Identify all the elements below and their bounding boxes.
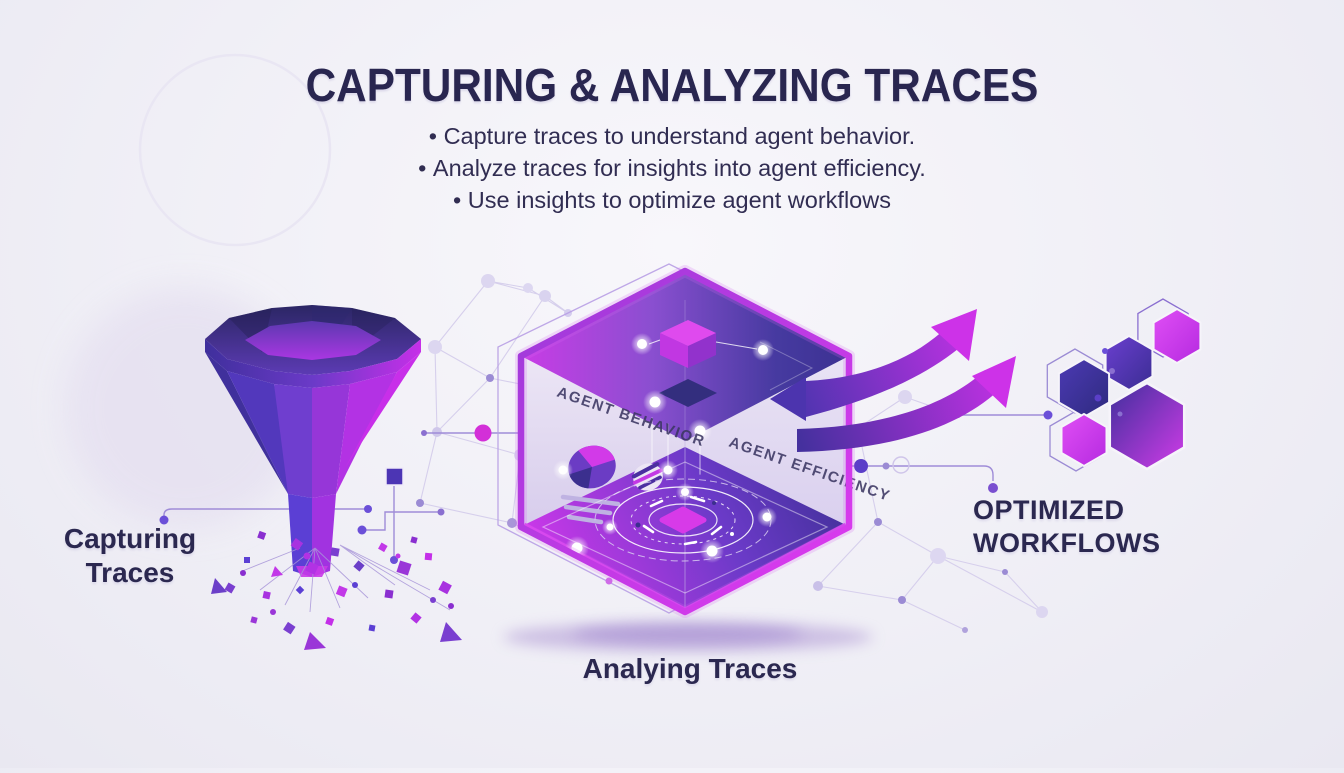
curved-arrow-upper xyxy=(770,309,977,421)
curved-arrow-lower xyxy=(797,356,1016,452)
funnel-illustration xyxy=(205,305,421,577)
stage-label-optimized-workflows: OPTIMIZED WORKFLOWS xyxy=(973,495,1161,558)
cube-shadow-core xyxy=(573,624,803,644)
outline-node-dot xyxy=(605,577,613,585)
hexagon-cluster xyxy=(1046,298,1202,472)
stage-label-capturing-traces: Capturing Traces xyxy=(63,523,197,588)
circuit-traces xyxy=(159,410,1053,564)
pie-chart-icon xyxy=(568,445,616,489)
bullet-item: Use insights to optimize agent workflows xyxy=(0,184,1344,216)
left-arrowhead xyxy=(770,377,806,421)
bullet-item: Capture traces to understand agent behav… xyxy=(0,120,1344,152)
hexagon-magenta-top xyxy=(1152,307,1202,365)
bullet-item: Analyze traces for insights into agent e… xyxy=(0,152,1344,184)
list-lines-icon xyxy=(560,494,621,525)
stage-label-analyzing-traces: Analying Traces xyxy=(582,653,798,684)
glow-dots xyxy=(553,333,777,563)
trace-particles xyxy=(211,530,462,650)
hexagon-dark xyxy=(1104,334,1154,392)
hexagon-magenta-left xyxy=(1060,412,1108,468)
flow-arrows xyxy=(770,309,1016,452)
hexagon-large xyxy=(1108,381,1186,471)
ceiling-hatch-diamond xyxy=(659,379,717,407)
network-mesh-right xyxy=(813,390,1048,633)
page-title: CAPTURING & ANALYZING TRACES xyxy=(305,59,1039,111)
floating-cube-icon xyxy=(660,320,716,368)
summary-bullets: Capture traces to understand agent behav… xyxy=(0,120,1344,216)
